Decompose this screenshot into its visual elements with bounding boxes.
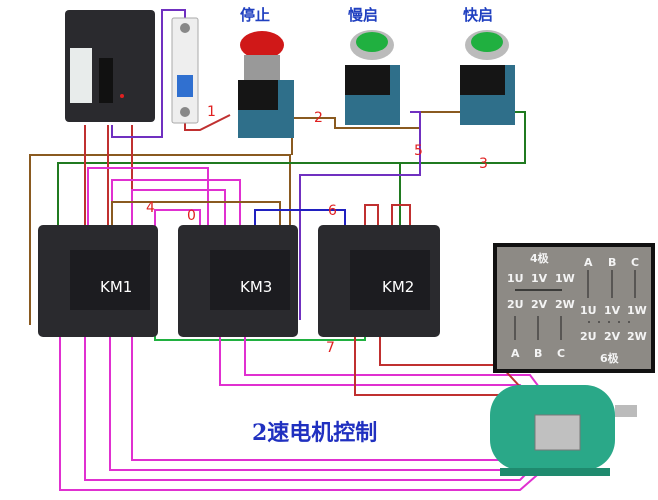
panel-6p-a: A	[584, 256, 593, 269]
panel-4p-1u: 1U	[507, 272, 524, 285]
stop-label: 停止	[240, 6, 270, 24]
six-pole-title: 6极	[600, 351, 620, 365]
panel-4p-b: B	[534, 347, 542, 360]
panel-4p-a: A	[511, 347, 520, 360]
four-pole-title: 4极	[530, 251, 550, 265]
panel-6p-1v: 1V	[604, 304, 621, 317]
miniature-breaker[interactable]	[171, 17, 199, 124]
wire-number-0: 0	[187, 208, 196, 224]
wire-number-4: 4	[146, 200, 155, 216]
wire-number-5: 5	[414, 143, 423, 159]
panel-6p-c: C	[631, 256, 639, 269]
panel-6p-1u: 1U	[580, 304, 597, 317]
main-circuit-breaker[interactable]	[65, 10, 155, 122]
panel-4p-1w: 1W	[555, 272, 575, 285]
fast-start-label: 快启	[463, 6, 493, 24]
wire-number-2: 2	[314, 110, 323, 126]
slow-start-label: 慢启	[348, 6, 378, 24]
km1-label: KM1	[100, 278, 132, 296]
panel-4p-2v: 2V	[531, 298, 548, 311]
slow-start-button[interactable]	[345, 30, 400, 125]
panel-4p-2w: 2W	[555, 298, 575, 311]
contactor-km3[interactable]	[178, 225, 298, 337]
wire-number-1: 1	[207, 104, 216, 120]
diagram-title: 2速电机控制	[252, 420, 377, 446]
motor	[490, 385, 637, 476]
wire-number-6: 6	[328, 203, 337, 219]
terminal-panel	[493, 243, 655, 373]
contactor-km1[interactable]	[38, 225, 158, 337]
panel-4p-2u: 2U	[507, 298, 524, 311]
km2-label: KM2	[382, 278, 414, 296]
panel-6p-b: B	[608, 256, 616, 269]
stop-button[interactable]	[238, 31, 294, 138]
panel-4p-1v: 1V	[531, 272, 548, 285]
panel-6p-1w: 1W	[627, 304, 647, 317]
contactor-km2[interactable]	[318, 225, 440, 337]
wire-number-3: 3	[479, 156, 488, 172]
wire-number-7: 7	[326, 340, 335, 356]
panel-6p-2w: 2W	[627, 330, 647, 343]
panel-6p-2u: 2U	[580, 330, 597, 343]
fast-start-button[interactable]	[460, 30, 515, 125]
panel-6p-2v: 2V	[604, 330, 621, 343]
km3-label: KM3	[240, 278, 272, 296]
panel-4p-c: C	[557, 347, 565, 360]
